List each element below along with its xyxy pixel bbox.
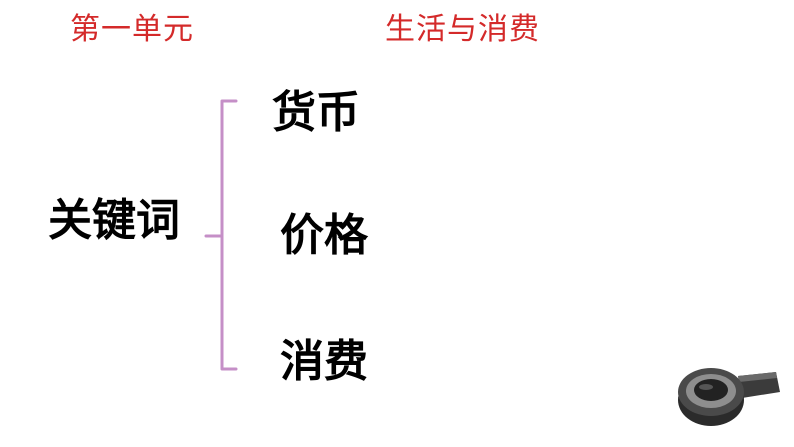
topic-title: 生活与消费: [385, 12, 540, 47]
mindmap-item-currency: 货币: [272, 87, 360, 138]
mindmap-item-price: 价格: [280, 210, 368, 261]
tape-roll-icon: [678, 368, 780, 426]
mindmap-item-consumption: 消费: [280, 336, 368, 387]
mindmap-root-keyword: 关键词: [48, 195, 180, 246]
unit-title: 第一单元: [70, 12, 194, 47]
